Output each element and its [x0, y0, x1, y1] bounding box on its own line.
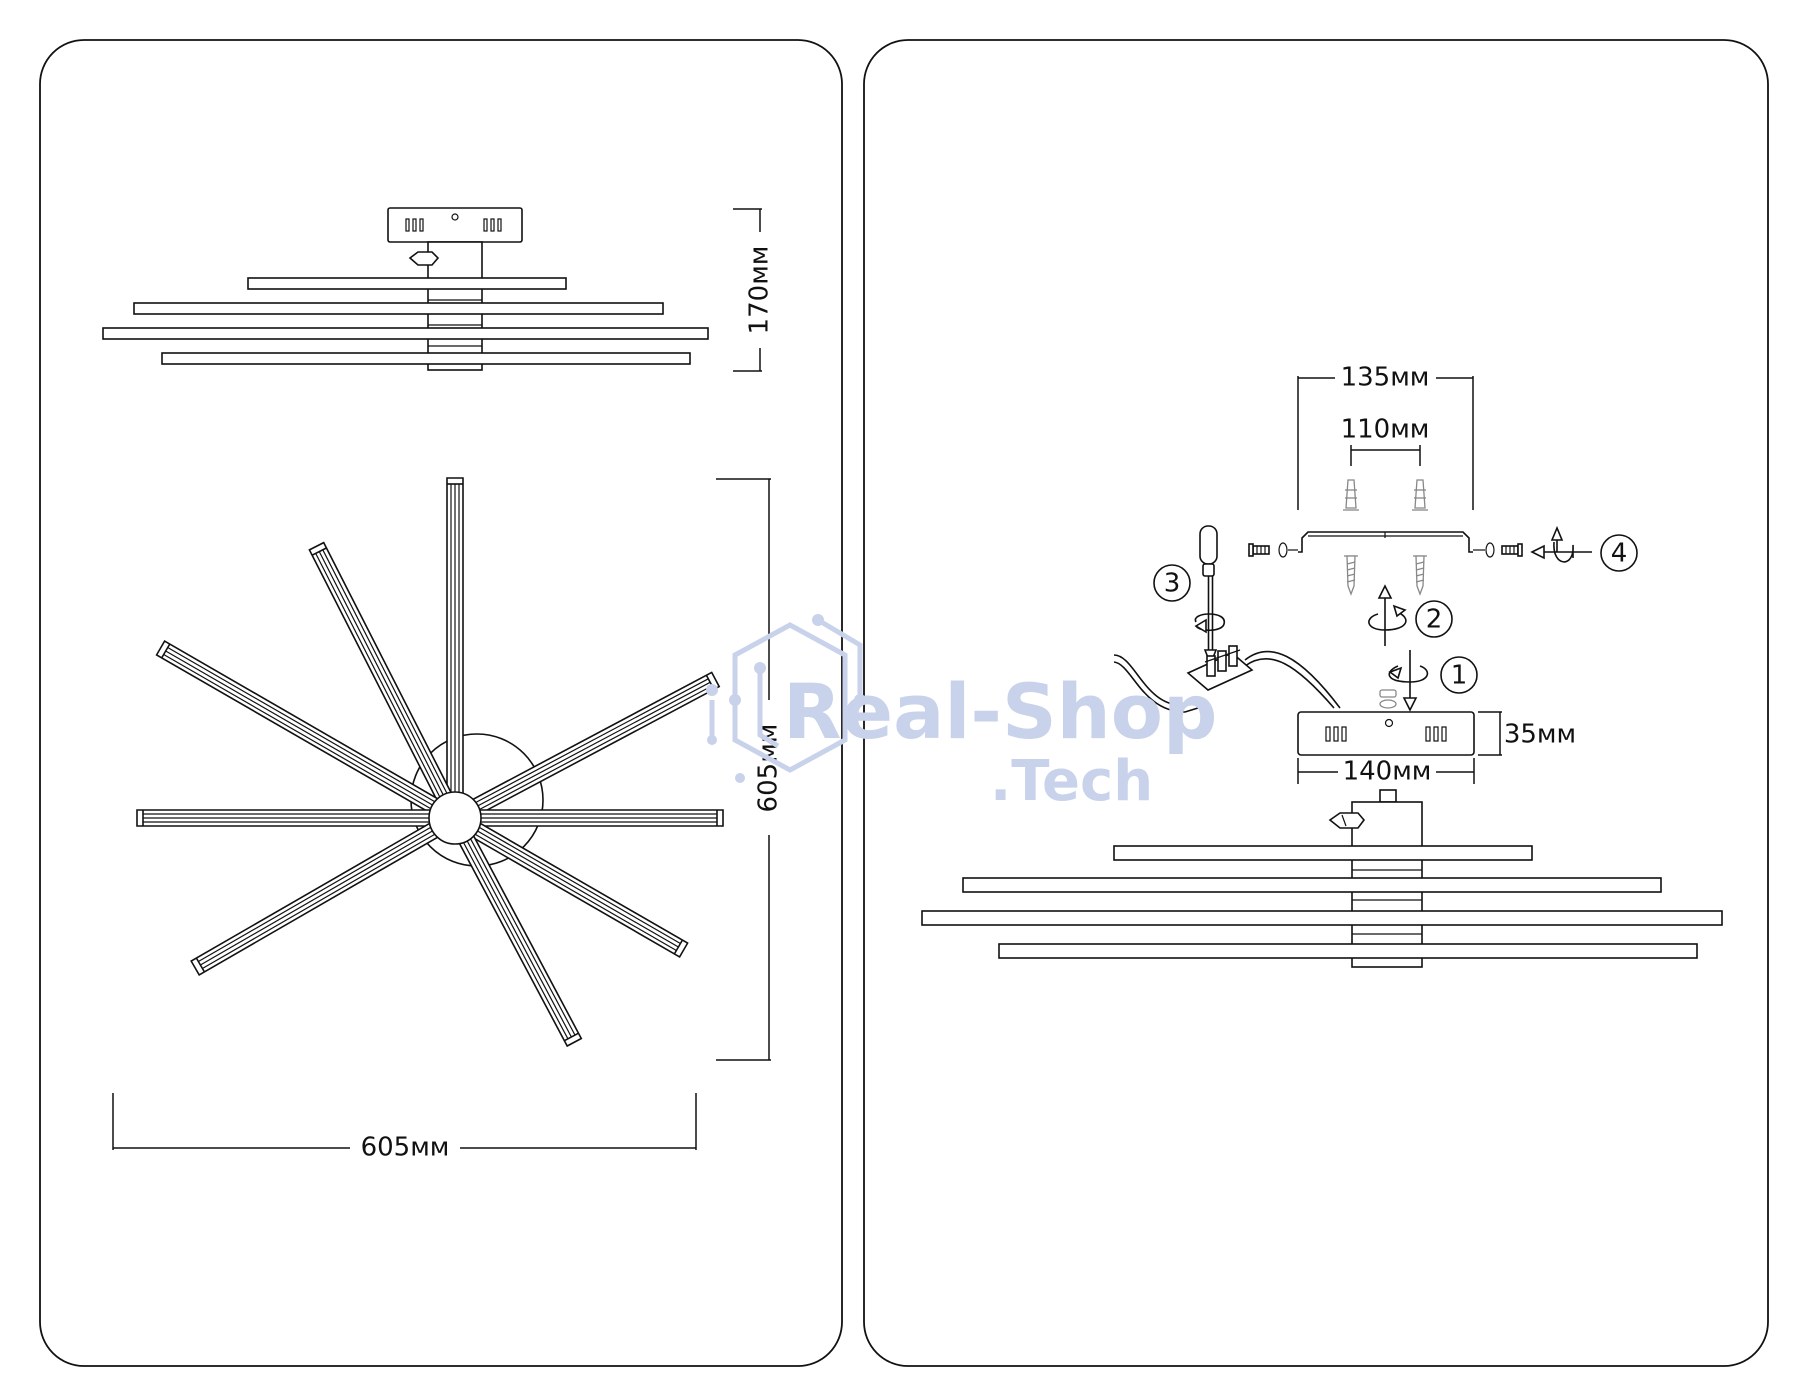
base-width-label: 140мм: [1343, 757, 1432, 787]
power-wires: [1113, 650, 1341, 713]
base-width-dimension: 140мм: [1297, 757, 1475, 787]
height-dimension: 170мм: [733, 208, 775, 372]
mounting-bracket: [1248, 531, 1523, 558]
wall-anchors: [1343, 479, 1428, 511]
watermark-text-main: Real-Shop: [783, 667, 1217, 756]
center-hub: [428, 791, 482, 845]
base-height-label: 35мм: [1504, 720, 1576, 750]
rotation-arrow-step-1: [1388, 650, 1429, 712]
step-4-marker: [1600, 534, 1638, 572]
step-1-marker: [1440, 656, 1478, 694]
step-4-arrow: [1530, 525, 1592, 563]
bracket-inner-label: 110мм: [1341, 415, 1430, 445]
step-2-marker: [1415, 600, 1453, 638]
horizontal-diameter-label: 605мм: [361, 1133, 450, 1163]
light-arm: [466, 809, 724, 827]
step-4-number: 4: [1611, 539, 1628, 569]
step-3-number: 3: [1164, 569, 1181, 599]
bracket-outer-label: 135мм: [1341, 363, 1430, 393]
top-view: [136, 477, 724, 1048]
rotation-arrow-step-2: [1368, 584, 1407, 646]
light-arm: [446, 477, 464, 807]
vertical-diameter-label: 605мм: [754, 724, 784, 813]
step-1-number: 1: [1451, 661, 1468, 691]
canopy-base: [1297, 711, 1475, 756]
step-2-number: 2: [1426, 605, 1443, 635]
screwdriver-icon: [1194, 525, 1225, 667]
ceiling-screws: [1344, 555, 1427, 596]
side-view: [102, 207, 709, 371]
horizontal-diameter-dimension: 605мм: [112, 1093, 697, 1163]
step-markers: 1 2 3 4: [1153, 534, 1638, 694]
watermark-text-sub: .Tech: [990, 749, 1153, 814]
height-label: 170мм: [745, 246, 775, 335]
bracket-outer-dimension: 135мм: [1297, 363, 1474, 510]
base-height-dimension: 35мм: [1478, 711, 1576, 756]
fixture-side-view: [921, 789, 1723, 968]
left-panel: [39, 39, 843, 1367]
bracket-inner-dimension: 110мм: [1341, 415, 1430, 466]
step-3-marker: [1153, 564, 1191, 602]
terminal-block: [1186, 645, 1254, 691]
light-arm: [136, 809, 444, 827]
fixing-nut: [1379, 689, 1397, 709]
watermark-logo: [706, 614, 866, 783]
